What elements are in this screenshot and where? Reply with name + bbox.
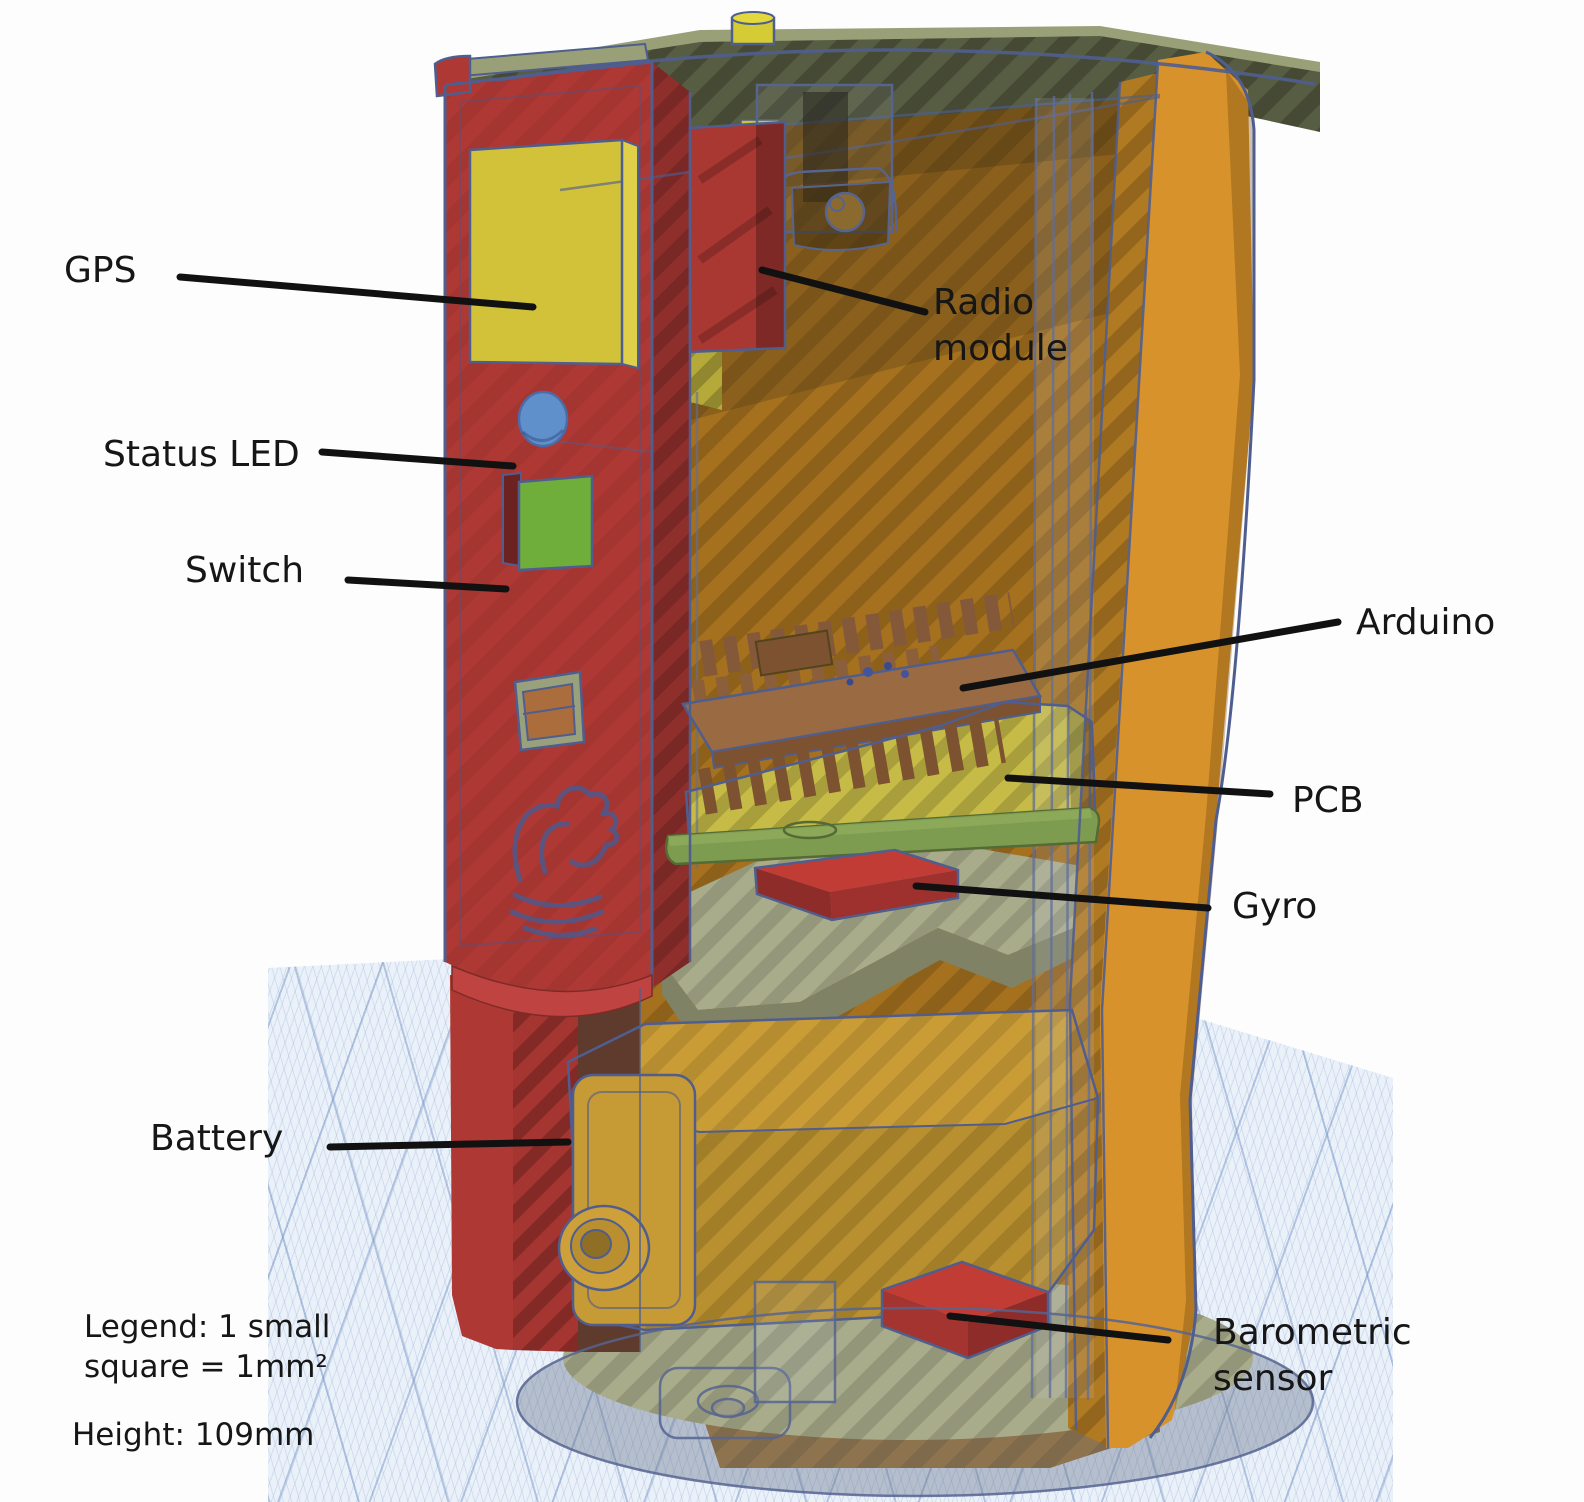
usb-port: [513, 670, 586, 752]
top-bracket: [755, 83, 898, 251]
legend-note: Legend: 1 small square = 1mm²: [84, 1309, 331, 1385]
label-switch: Switch: [185, 550, 305, 591]
barometric-box: [880, 1260, 1050, 1360]
green-disc: [665, 806, 1101, 866]
shell-outlines: [639, 50, 1256, 1449]
label-arduino: Arduino: [1356, 602, 1496, 643]
power-switch: [502, 471, 594, 572]
label-battery: Battery: [150, 1118, 284, 1159]
label-gyro: Gyro: [1232, 886, 1318, 927]
arduino-board: [680, 592, 1042, 815]
battery-details: [557, 1008, 1100, 1332]
cap-outline: [496, 48, 1316, 192]
label-barometric-sensor: Barometric sensor: [1213, 1312, 1412, 1400]
label-radio-module: Radio module: [933, 282, 1068, 370]
engraved-logo: [509, 785, 620, 938]
leader-lines: [176, 266, 1342, 1344]
bottom-mount: [515, 1280, 1315, 1498]
label-gps: GPS: [64, 250, 137, 291]
status-led-dome: [517, 390, 569, 448]
door-details: [433, 42, 692, 1018]
radio-module-box: [688, 120, 787, 354]
gyro-box: [753, 848, 960, 922]
height-note: Height: 109mm: [72, 1417, 315, 1453]
label-status-led: Status LED: [103, 434, 300, 475]
label-pcb: PCB: [1292, 780, 1364, 821]
inner-tube-glass: [695, 91, 1094, 1401]
